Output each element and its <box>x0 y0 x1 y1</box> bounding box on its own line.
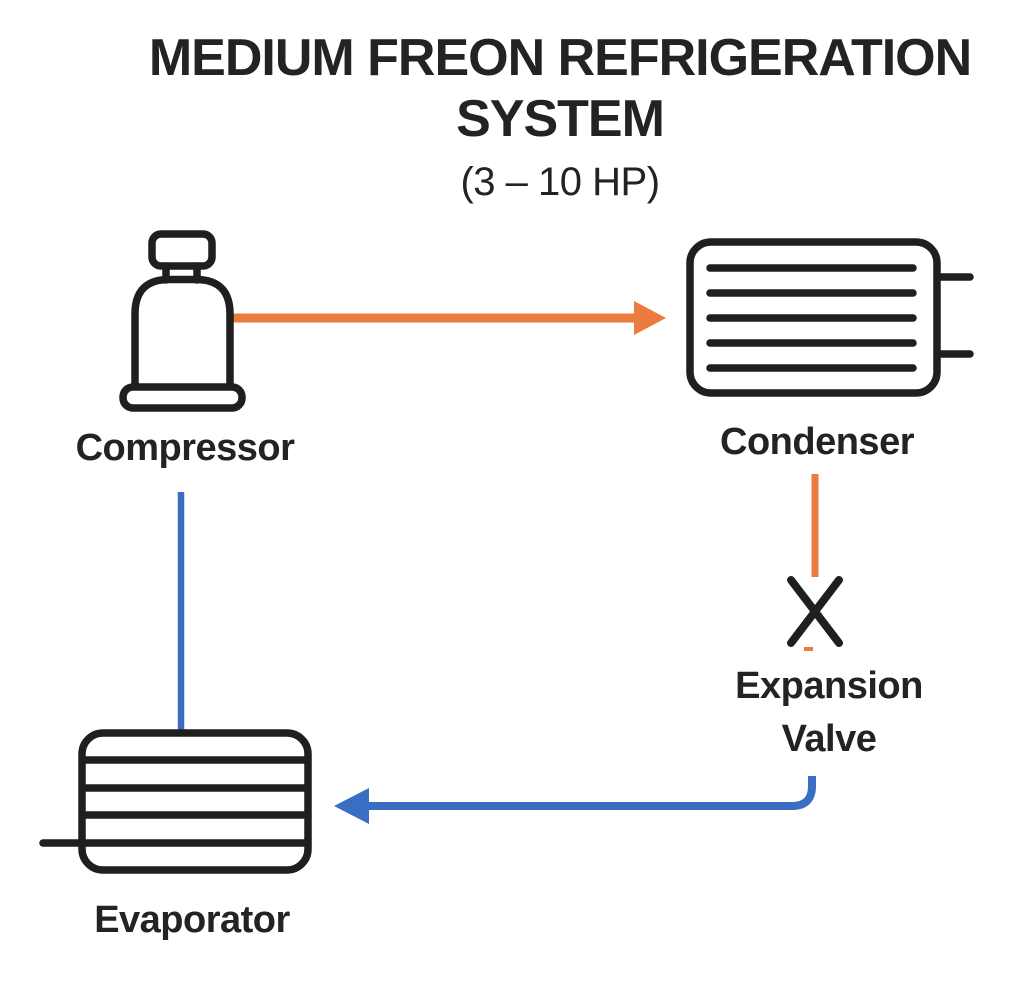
compressor-base <box>119 383 246 412</box>
arrowhead-left-icon <box>334 788 369 824</box>
condenser-shell <box>686 238 941 397</box>
flow-compressor-to-condenser <box>231 301 666 335</box>
compressor-body <box>131 275 234 394</box>
compressor-icon <box>119 230 246 412</box>
condenser-icon <box>686 238 974 397</box>
valve-cross-stroke <box>787 576 843 647</box>
evaporator-shell <box>78 729 312 874</box>
condenser-label: Condenser <box>720 421 914 463</box>
flow-line-cold <box>368 776 816 810</box>
expansion-valve-label-line-2: Valve <box>781 718 877 761</box>
expansion-valve-label-line-1: Expansion <box>735 665 923 707</box>
expansion-valve-icon <box>787 576 843 647</box>
evaporator-icon <box>39 729 312 874</box>
compressor-cap <box>148 230 216 270</box>
flow-expansion-valve-to-evaporator <box>334 776 816 824</box>
title-line-1: MEDIUM FREON REFRIGERATION <box>148 29 972 87</box>
arrowhead-right-icon <box>634 301 666 335</box>
title-subtitle: (3 – 10 HP) <box>460 159 660 204</box>
expansion-valve-label: Expansion Valve <box>735 660 923 766</box>
evaporator-label: Evaporator <box>94 899 290 941</box>
diagram-title: MEDIUM FREON REFRIGERATION SYSTEM (3 – 1… <box>96 28 1024 205</box>
title-line-2: SYSTEM <box>456 89 665 148</box>
compressor-label: Compressor <box>75 427 295 469</box>
